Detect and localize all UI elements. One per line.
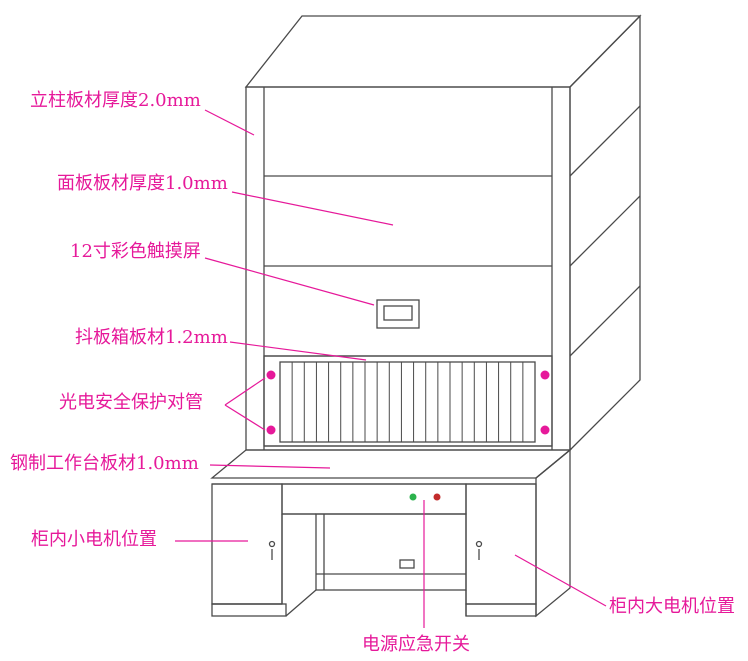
leader-workbench	[209, 464, 331, 469]
leader-shaker	[229, 341, 367, 361]
label-column-thickness: 立柱板材厚度2.0mm	[30, 90, 201, 111]
leader-large-motor	[514, 554, 607, 607]
leader-photo-2	[224, 404, 266, 431]
door-handle-icon	[268, 540, 483, 560]
power-button-icon	[409, 493, 417, 501]
label-photoelectric: 光电安全保护对管	[59, 392, 203, 413]
leader-photo-1	[224, 377, 266, 406]
label-panel-thickness: 面板板材厚度1.0mm	[57, 173, 228, 194]
label-shaker-box: 抖板箱板材1.2mm	[75, 327, 228, 348]
leader-screen	[204, 257, 375, 306]
shaker-box	[263, 355, 553, 447]
cabinet-right-side	[569, 14, 641, 452]
left-lower-cabinet	[211, 483, 283, 605]
label-small-motor: 柜内小电机位置	[31, 529, 157, 550]
label-large-motor: 柜内大电机位置	[609, 596, 735, 617]
cabinet-front	[245, 86, 571, 451]
touch-screen-icon	[376, 299, 420, 329]
label-workbench: 钢制工作台板材1.0mm	[10, 453, 199, 474]
leader-panel	[231, 191, 394, 226]
workbench-top	[210, 449, 572, 479]
sensor-dot-icon	[266, 370, 550, 435]
foot-plate	[399, 559, 415, 569]
power-button-icon	[433, 493, 441, 501]
label-emergency-switch: 电源应急开关	[362, 634, 470, 655]
leader-column	[204, 109, 255, 136]
label-touch-screen: 12寸彩色触摸屏	[70, 241, 201, 262]
